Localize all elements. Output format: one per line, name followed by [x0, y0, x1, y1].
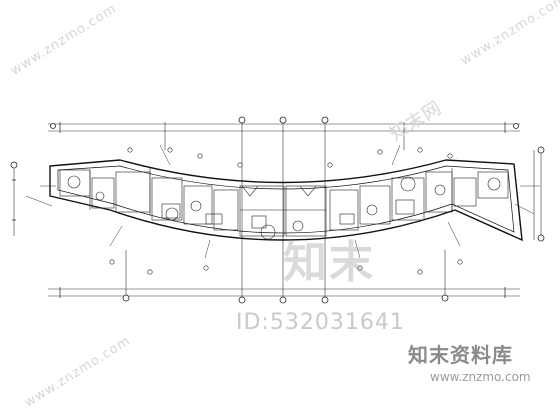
central-rooms [239, 185, 327, 240]
watermark-brand-logo: 知末资料库 [408, 343, 513, 367]
building-outline [49, 159, 523, 242]
right-wing-rooms [329, 168, 509, 231]
annotation-leaders [25, 144, 540, 259]
dimension-ticks [12, 122, 506, 298]
watermark-brand-large: 知末 [283, 237, 375, 288]
watermark-url-bottom: www.znzmo.com [430, 370, 531, 384]
watermark-id: ID:532031641 [236, 310, 405, 335]
grid-bubbles [10, 116, 545, 304]
left-wing-rooms [59, 168, 239, 231]
annotation-tags [109, 147, 463, 275]
